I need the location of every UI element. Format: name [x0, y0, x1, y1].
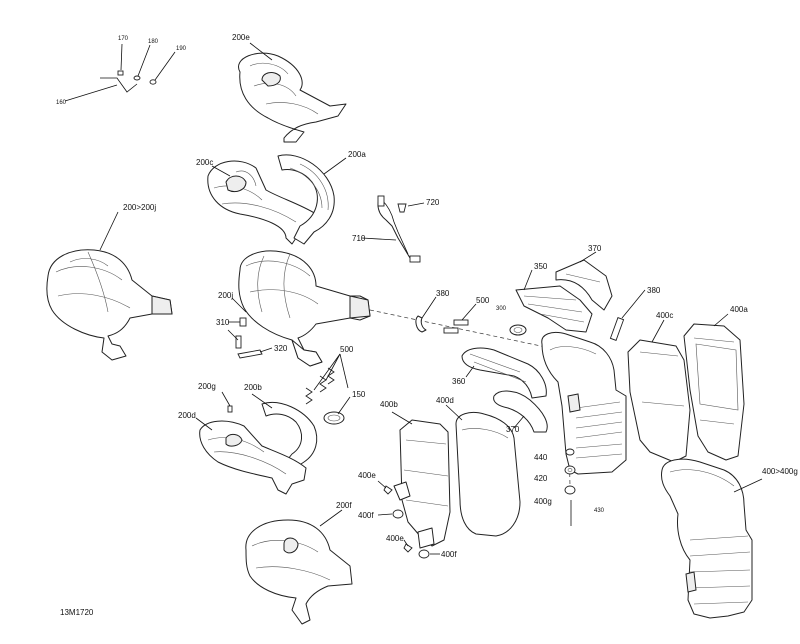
grommet-420: [564, 465, 576, 475]
stud-400e-upper: [377, 480, 393, 495]
callout-400a: 400a: [730, 305, 748, 314]
nut-170: [117, 43, 124, 76]
callout-400f-upper: 400f: [358, 511, 374, 520]
callout-400e-upper: 400e: [358, 471, 376, 480]
callout-720: 720: [426, 198, 440, 207]
callout-710: 710: [352, 234, 366, 243]
heat-shield-200f: [245, 509, 353, 625]
callout-320: 320: [274, 344, 288, 353]
callout-200d: 200d: [178, 411, 196, 420]
screw-200g: [221, 391, 233, 413]
callout-400f-lower: 400f: [441, 550, 457, 559]
heat-shield-400c: [627, 319, 691, 463]
callout-380-right: 380: [647, 286, 661, 295]
nut-400g: [564, 485, 576, 495]
callout-200c: 200c: [196, 158, 213, 167]
callout-200a: 200a: [348, 150, 366, 159]
callout-190: 190: [176, 46, 187, 52]
clip-720: [397, 202, 425, 213]
diagram-id: 13M1720: [60, 608, 94, 617]
exhaust-sensor-710: [361, 195, 421, 263]
clamp-380: [415, 296, 437, 333]
nut-400f-lower: [418, 549, 440, 559]
gasket-300: [509, 324, 527, 336]
callout-350: 350: [534, 262, 548, 271]
callout-200e: 200e: [232, 33, 250, 42]
callout-380-left: 380: [436, 289, 450, 298]
stud-400e-lower: [403, 539, 413, 553]
callout-360: 360: [452, 377, 466, 386]
heat-shield-370-top: [555, 251, 613, 311]
callout-150: 150: [352, 390, 366, 399]
bracket-320: [237, 347, 273, 359]
callout-370-lower: 370: [506, 425, 520, 434]
silencer-assembly-400-400g: [661, 458, 763, 619]
callout-500-left: 500: [340, 345, 354, 354]
heat-shield-400a: [683, 313, 745, 461]
callout-200j: 200j: [218, 291, 233, 300]
callout-430: 430: [594, 508, 605, 514]
screw-310: [227, 317, 247, 349]
nut-400f-upper: [377, 509, 404, 519]
tuned-pipe-assembly-200-200j: [46, 211, 173, 361]
heat-shield-370-lower: [493, 390, 548, 433]
callout-160: 160: [56, 100, 67, 106]
washer-180: [133, 44, 151, 81]
callout-310: 310: [216, 318, 230, 327]
heat-shield-400d: [445, 404, 521, 537]
callout-500-right: 500: [476, 296, 490, 305]
heat-shield-200a: [277, 154, 347, 245]
gasket-150: [323, 396, 351, 425]
callout-200b: 200b: [244, 383, 262, 392]
heat-shield-350: [515, 269, 593, 333]
bolt-190: [149, 51, 176, 85]
callout-200g: 200g: [198, 382, 216, 391]
heat-shield-400b: [391, 411, 451, 549]
callout-420: 420: [534, 474, 548, 483]
callout-200f: 200f: [336, 501, 352, 510]
callout-300: 300: [496, 306, 507, 312]
spring-500-right: [443, 303, 477, 334]
callout-400-400g: 400>400g: [762, 467, 798, 476]
nut-440: [565, 448, 575, 456]
spring-500-left: [305, 353, 349, 405]
callout-400e-lower: 400e: [386, 534, 404, 543]
callout-180: 180: [148, 39, 159, 45]
callout-400c: 400c: [656, 311, 673, 320]
callout-200-200j: 200>200j: [123, 203, 156, 212]
callout-400d: 400d: [436, 396, 454, 405]
callout-370-top: 370: [588, 244, 602, 253]
callout-400g: 400g: [534, 497, 552, 506]
tuned-pipe-200j: [231, 250, 371, 367]
spring-clip-160: [64, 77, 138, 102]
callout-400b: 400b: [380, 400, 398, 409]
heat-shield-200e: [238, 42, 347, 143]
heat-shield-200d: [195, 417, 307, 495]
silencer-400: [541, 331, 627, 475]
callout-170: 170: [118, 36, 129, 42]
callout-440: 440: [534, 453, 548, 462]
inlet-pipe-360: [461, 347, 547, 399]
pin-380-right: [609, 289, 646, 341]
